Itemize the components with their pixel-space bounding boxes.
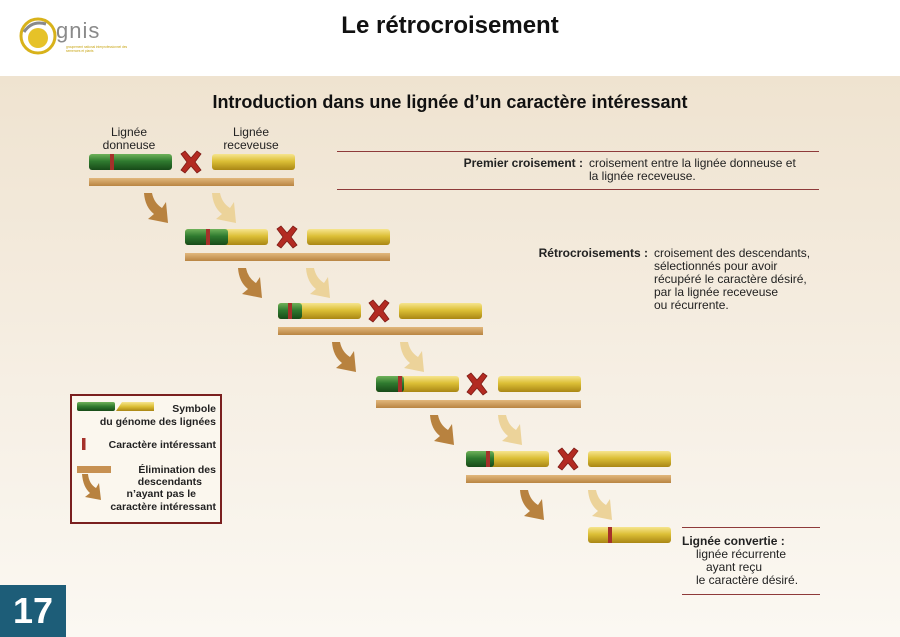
selection-arrow-icon	[400, 342, 424, 372]
logo-tagline: groupement national interprofessionnel d…	[66, 45, 128, 53]
elimination-arrow-icon	[144, 193, 168, 223]
donor-label: Lignée donneuse	[102, 125, 156, 152]
trait-marker	[110, 154, 114, 170]
converted-description: lignée récurrente ayant reçu le caractèr…	[696, 547, 799, 587]
row-2-backcross	[185, 225, 390, 298]
page-number: 17	[0, 585, 66, 637]
divider	[337, 151, 819, 152]
recipient-chromosome	[399, 303, 482, 319]
cross-icon	[180, 150, 202, 174]
legend-genome-line2: du génome des lignées	[99, 416, 216, 428]
backcross-description: croisement des descendants, sélectionnés…	[654, 246, 811, 312]
donor-chromosome	[89, 154, 172, 170]
divider	[682, 527, 820, 528]
recipient-label: Lignée receveuse	[223, 125, 279, 152]
legend-genome-line1: Symbole	[172, 403, 216, 415]
legend-elimination-line1: Élimination des	[138, 464, 216, 476]
recipient-chromosome	[212, 154, 295, 170]
selection-arrow-icon	[588, 490, 612, 520]
legend-trait-icon	[82, 438, 86, 450]
logo-wordmark: gnis	[56, 18, 101, 43]
diagram-subtitle: Introduction dans une lignée d’un caract…	[212, 92, 688, 112]
cross-icon	[368, 299, 390, 323]
legend-recipient-genome-icon	[116, 402, 154, 411]
legend-trait-label: Caractère intéressant	[108, 439, 216, 451]
divider	[337, 189, 819, 190]
trait-marker	[608, 527, 612, 543]
hybrid-chromosome	[376, 376, 404, 392]
logo-mark-icon	[19, 17, 57, 55]
trait-marker	[398, 376, 402, 392]
selection-arrow-icon	[498, 415, 522, 445]
legend: Symbole du génome des lignées Caractère …	[70, 394, 222, 524]
elimination-arrow-icon	[238, 268, 262, 298]
backcross-label: Rétrocroisements :	[538, 246, 648, 260]
row-3-backcross	[278, 299, 483, 372]
cross-icon	[466, 372, 488, 396]
first-cross-label: Premier croisement :	[463, 156, 583, 170]
trait-marker	[486, 451, 490, 467]
divider	[682, 594, 820, 595]
legend-elimination-line3: n’ayant pas le	[126, 488, 196, 500]
cross-icon	[276, 225, 298, 249]
selection-arrow-icon	[212, 193, 236, 223]
recipient-chromosome	[498, 376, 581, 392]
page-title: Le rétrocroisement	[341, 12, 559, 39]
converted-chromosome	[588, 527, 671, 543]
converted-line	[588, 527, 671, 543]
cross-icon	[557, 447, 579, 471]
legend-donor-genome-icon	[77, 402, 115, 411]
converted-label: Lignée convertie :	[682, 534, 785, 548]
elimination-arrow-icon	[520, 490, 544, 520]
elimination-arrow-icon	[430, 415, 454, 445]
trait-marker	[206, 229, 210, 245]
header: gnis groupement national interprofession…	[0, 0, 900, 76]
row-5-backcross	[466, 447, 671, 520]
legend-elimination-line4: caractère intéressant	[110, 501, 216, 513]
recipient-chromosome	[588, 451, 671, 467]
trait-marker	[288, 303, 292, 319]
recipient-chromosome	[307, 229, 390, 245]
legend-elimination-line2: descendants	[137, 476, 202, 488]
cross-result-bar	[89, 178, 294, 186]
elimination-arrow-icon	[332, 342, 356, 372]
row-1-first-cross	[89, 150, 295, 223]
selection-arrow-icon	[306, 268, 330, 298]
gnis-logo: gnis groupement national interprofession…	[14, 12, 134, 62]
row-4-backcross	[376, 372, 581, 445]
legend-elimination-arrow-icon	[82, 474, 101, 500]
first-cross-description: croisement entre la lignée donneuse et l…	[589, 156, 796, 183]
